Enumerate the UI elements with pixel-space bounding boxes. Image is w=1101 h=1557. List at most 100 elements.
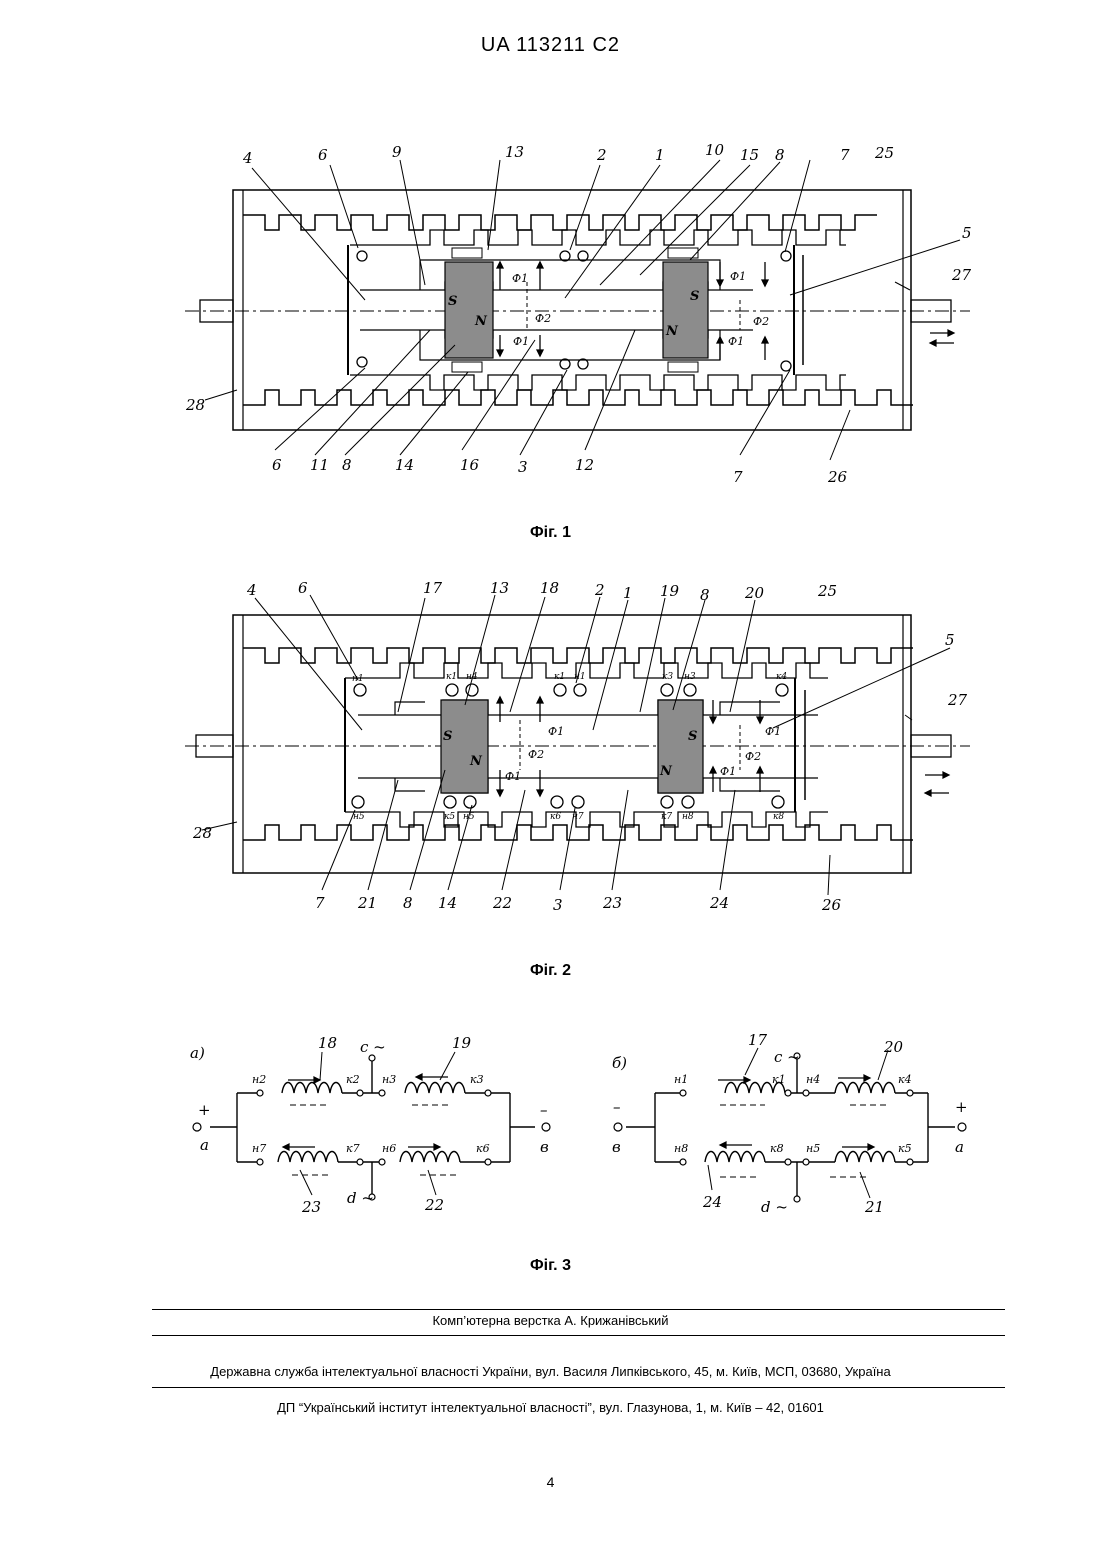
figure-1-drawing: 4 6 9 13 2 1 10 15 8 7 25 5 27 28 6 11 8… [0, 140, 1101, 500]
fig2-label: 6 [298, 579, 308, 597]
terminal-c: с ~ [360, 1038, 386, 1056]
flux-label: Ф1 [730, 270, 746, 283]
coil-mark: к8 [770, 1142, 784, 1155]
coil-mark: к5 [444, 812, 455, 822]
fig1-label: 16 [460, 456, 480, 474]
fig2-label: 19 [660, 582, 680, 600]
magnet-pole: S [448, 294, 457, 309]
coil-mark: н1 [352, 674, 364, 684]
polarity-sign: + [955, 1098, 968, 1116]
flux-label: Ф2 [528, 748, 544, 761]
fig2-label: 13 [490, 579, 509, 597]
coil-mark: к5 [898, 1142, 912, 1155]
flux-label: Ф2 [745, 750, 761, 763]
terminal-label: а [955, 1138, 964, 1156]
fig1-label: 27 [951, 266, 972, 284]
coil-mark: к4 [776, 672, 787, 682]
fig2-label: 18 [540, 579, 559, 597]
flux-label: Ф1 [505, 770, 521, 783]
flux-label: Ф1 [720, 765, 736, 778]
coil-mark: н6 [382, 1142, 396, 1155]
fig1-label: 15 [740, 146, 759, 164]
coil-number: 23 [301, 1198, 321, 1216]
coil-mark: н5 [806, 1142, 820, 1155]
fig1-label: 25 [874, 144, 894, 162]
terminal-label: в [540, 1138, 549, 1156]
coil-number: 24 [702, 1193, 722, 1211]
coil-mark: к1 [554, 672, 565, 682]
fig2-label: 26 [821, 896, 842, 914]
magnet-pole: N [659, 764, 673, 779]
divider [152, 1335, 1005, 1336]
figure-2-caption: Фіг. 2 [0, 962, 1101, 980]
divider [152, 1387, 1005, 1388]
coil-mark: н7 [572, 812, 584, 822]
typesetting-credit: Комп’ютерна верстка А. Крижанівський [0, 1313, 1101, 1328]
magnet-pole: N [665, 324, 679, 339]
coil-mark: к2 [346, 1073, 360, 1086]
fig1-label: 7 [733, 468, 743, 486]
coil-number: 21 [864, 1198, 884, 1216]
fig2-label: 25 [817, 582, 837, 600]
fig2-label: 3 [553, 896, 563, 914]
terminal-label: а [200, 1136, 209, 1154]
coil-number: 20 [883, 1038, 904, 1056]
magnet-pole: S [690, 289, 699, 304]
coil-mark: к6 [550, 812, 561, 822]
coil-mark: н3 [382, 1073, 396, 1086]
institute-address: ДП “Український інститут інтелектуальної… [0, 1400, 1101, 1415]
coil-number: 17 [748, 1031, 768, 1049]
flux-label: Ф2 [753, 315, 769, 328]
fig1-label: 8 [775, 146, 785, 164]
flux-label: Ф1 [512, 272, 528, 285]
fig2-label: 21 [357, 894, 377, 912]
coil-mark: н7 [252, 1142, 266, 1155]
coil-mark: к1 [446, 672, 457, 682]
terminal-c: с ~ [774, 1048, 800, 1066]
polarity-sign: – [613, 1098, 621, 1116]
fig1-label: 5 [962, 224, 972, 242]
fig1-label: 9 [392, 143, 402, 161]
fig1-label: 14 [395, 456, 414, 474]
coil-mark: н3 [684, 672, 696, 682]
fig1-label: 11 [310, 456, 329, 474]
page-number: 4 [0, 1474, 1101, 1490]
fig2-label: 1 [623, 584, 633, 602]
terminal-d: d ~ [347, 1189, 374, 1207]
fig1-label: 10 [705, 141, 725, 159]
housing-outline [233, 190, 911, 430]
fig2-label: 5 [945, 631, 955, 649]
fig2-label: 2 [594, 581, 605, 599]
figure-2-drawing: 4 6 17 13 18 2 1 19 8 20 25 5 27 28 7 21… [0, 575, 1101, 920]
coil-mark: к7 [661, 812, 672, 822]
coil-mark: к4 [898, 1073, 912, 1086]
fig1-label: 2 [596, 146, 607, 164]
fig2-label: 23 [602, 894, 622, 912]
figure-1-caption: Фіг. 1 [0, 524, 1101, 542]
magnet-pole: N [469, 754, 483, 769]
fig2-label: 20 [744, 584, 765, 602]
figure-3-drawing: а) 18 19 23 22 с ~ d ~ + а – в н2 к2 н3 … [0, 1025, 1101, 1220]
fig1-label: 3 [518, 458, 528, 476]
divider [152, 1309, 1005, 1310]
fig3a-tag: а) [190, 1044, 205, 1062]
magnet-pole: N [474, 314, 488, 329]
fig2-label: 8 [700, 586, 710, 604]
fig1-label: 7 [840, 146, 850, 164]
coil-mark: н8 [682, 812, 694, 822]
coil-mark: н2 [252, 1073, 266, 1086]
fig2-label: 28 [192, 824, 212, 842]
fig1-label: 6 [318, 146, 328, 164]
magnet-pole: S [688, 729, 697, 744]
polarity-sign: + [198, 1101, 211, 1119]
coil-mark: к1 [772, 1073, 786, 1086]
coil-mark: н1 [574, 672, 586, 682]
coil-mark: к6 [476, 1142, 490, 1155]
agency-address: Державна служба інтелектуальної власност… [0, 1364, 1101, 1379]
fig1-label: 12 [575, 456, 594, 474]
fig1-label: 4 [242, 149, 253, 167]
coil-number: 18 [318, 1034, 337, 1052]
coil-mark: к3 [470, 1073, 484, 1086]
coil-mark: н1 [674, 1073, 688, 1086]
polarity-sign: – [540, 1101, 548, 1119]
